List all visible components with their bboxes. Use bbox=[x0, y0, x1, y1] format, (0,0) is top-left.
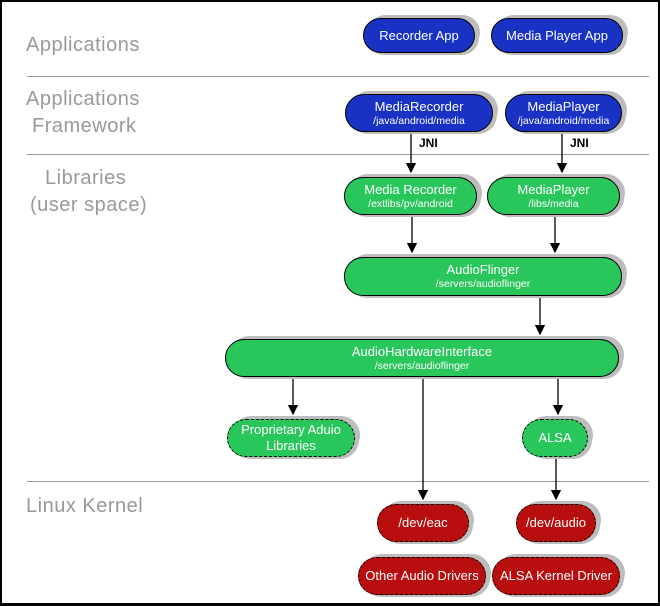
node-proprietary-audio-libraries: Proprietary Aduio Libraries bbox=[227, 419, 355, 457]
jni-label-right: JNI bbox=[570, 136, 589, 150]
node-title-line2: Libraries bbox=[266, 438, 316, 453]
layer-label-applications-framework: Applications Framework bbox=[26, 86, 140, 140]
layer-label-linux-kernel: Linux Kernel bbox=[26, 493, 143, 520]
layer-divider-framework-libraries bbox=[27, 154, 649, 155]
node-path: /libs/media bbox=[528, 197, 579, 210]
node-other-audio-drivers: Other Audio Drivers bbox=[358, 557, 486, 595]
layer-label-libraries: Libraries (user space) bbox=[26, 165, 147, 219]
node-path: /java/android/media bbox=[517, 114, 610, 127]
node-title: Recorder App bbox=[379, 27, 459, 43]
node-title: ALSA Kernel Driver bbox=[500, 568, 612, 584]
layer-divider-applications-framework bbox=[27, 76, 649, 77]
node-path: /servers/audioflinger bbox=[435, 278, 531, 290]
layer-label-text: Applications bbox=[26, 34, 140, 56]
node-mediarecorder-framework: MediaRecorder /java/android/media bbox=[345, 94, 493, 132]
node-title: /dev/eac bbox=[398, 515, 448, 531]
node-mediaplayer-library: MediaPlayer /libs/media bbox=[487, 177, 620, 215]
layer-label-text: Framework bbox=[32, 115, 137, 137]
node-dev-audio: /dev/audio bbox=[516, 504, 596, 542]
node-title: AudioHardwareInterface bbox=[351, 343, 493, 359]
node-alsa-kernel-driver: ALSA Kernel Driver bbox=[492, 557, 620, 595]
node-title: Media Recorder bbox=[364, 181, 457, 197]
node-title: Proprietary Aduio bbox=[241, 422, 341, 438]
layer-label-text: Libraries bbox=[45, 167, 127, 189]
jni-label-left: JNI bbox=[419, 136, 438, 150]
node-title: MediaPlayer bbox=[527, 98, 600, 114]
node-title: MediaRecorder bbox=[374, 98, 464, 114]
node-title: Other Audio Drivers bbox=[365, 568, 479, 584]
layer-divider-libraries-kernel bbox=[27, 481, 649, 482]
node-title: MediaPlayer bbox=[517, 181, 590, 197]
node-alsa: ALSA bbox=[522, 419, 588, 457]
node-media-recorder-library: Media Recorder /extlibs/pv/android bbox=[344, 177, 477, 215]
layer-label-text: Applications bbox=[26, 88, 140, 110]
node-audiohardwareinterface: AudioHardwareInterface /servers/audiofli… bbox=[225, 339, 619, 377]
layer-label-applications: Applications bbox=[26, 32, 140, 59]
node-recorder-app: Recorder App bbox=[363, 18, 475, 53]
node-path: /servers/audioflinger bbox=[374, 359, 470, 372]
node-path: /extlibs/pv/android bbox=[368, 197, 453, 210]
node-mediaplayer-framework: MediaPlayer /java/android/media bbox=[505, 94, 622, 132]
node-path: /java/android/media bbox=[373, 114, 465, 127]
node-media-player-app: Media Player App bbox=[491, 18, 623, 53]
node-audioflinger: AudioFlinger /servers/audioflinger bbox=[344, 257, 622, 296]
node-title: AudioFlinger bbox=[446, 262, 520, 278]
node-title: /dev/audio bbox=[526, 515, 586, 531]
layer-label-text: Linux Kernel bbox=[26, 495, 144, 517]
layer-label-text: (user space) bbox=[30, 194, 148, 216]
node-dev-eac: /dev/eac bbox=[377, 504, 469, 542]
node-title: Media Player App bbox=[506, 27, 608, 43]
node-title: ALSA bbox=[538, 430, 572, 446]
